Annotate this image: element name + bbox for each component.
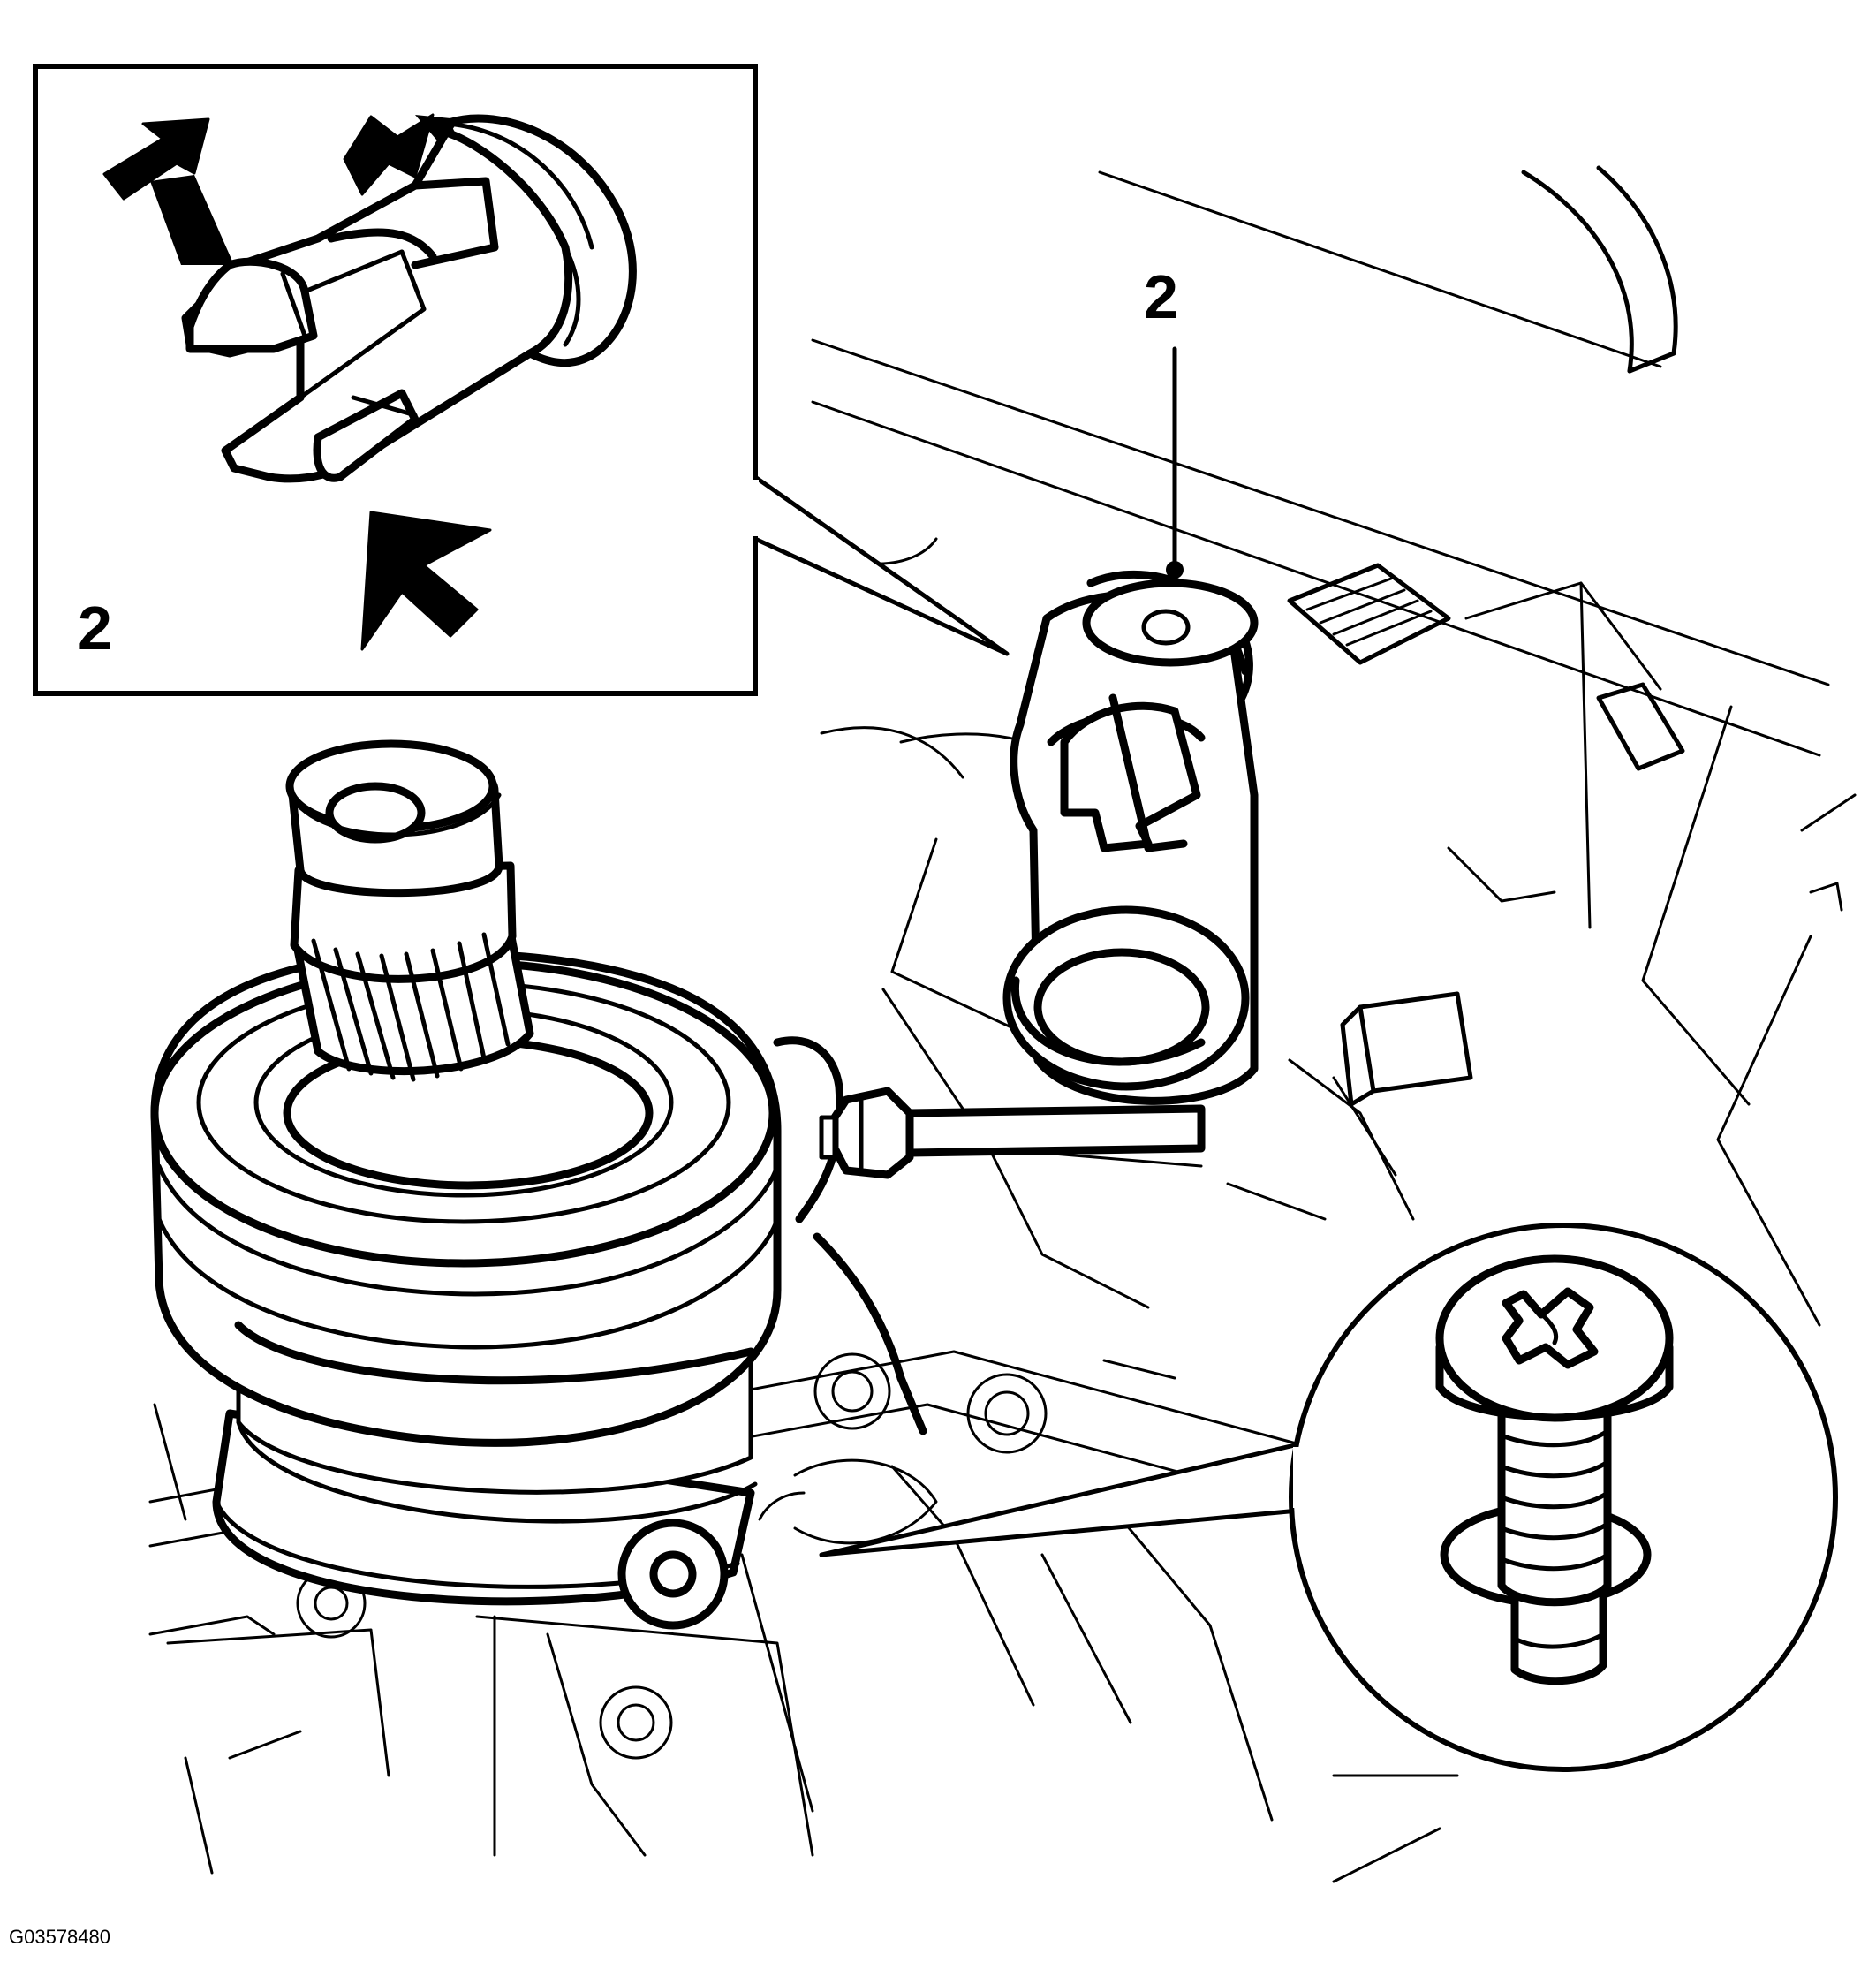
slave-cylinder — [150, 739, 782, 1630]
callout-number-main: 2 — [1144, 262, 1178, 331]
bolt-detail-inset — [819, 1223, 1838, 1772]
clip-detail-inset — [33, 64, 1010, 696]
hydraulic-line — [773, 1036, 1206, 1435]
leader-dot — [1166, 561, 1184, 579]
squeeze-arrow-upper-left-tail — [150, 175, 234, 265]
release-arrow-top-icon — [343, 113, 435, 196]
callout-leader — [1166, 346, 1184, 579]
callout-number-inset: 2 — [78, 594, 112, 663]
figure-id: G03578480 — [9, 1926, 110, 1948]
retaining-clip-installed — [1002, 570, 1259, 1105]
squeeze-arrow-lower-icon — [360, 511, 492, 651]
squeeze-arrow-upper-left-icon — [102, 117, 210, 201]
